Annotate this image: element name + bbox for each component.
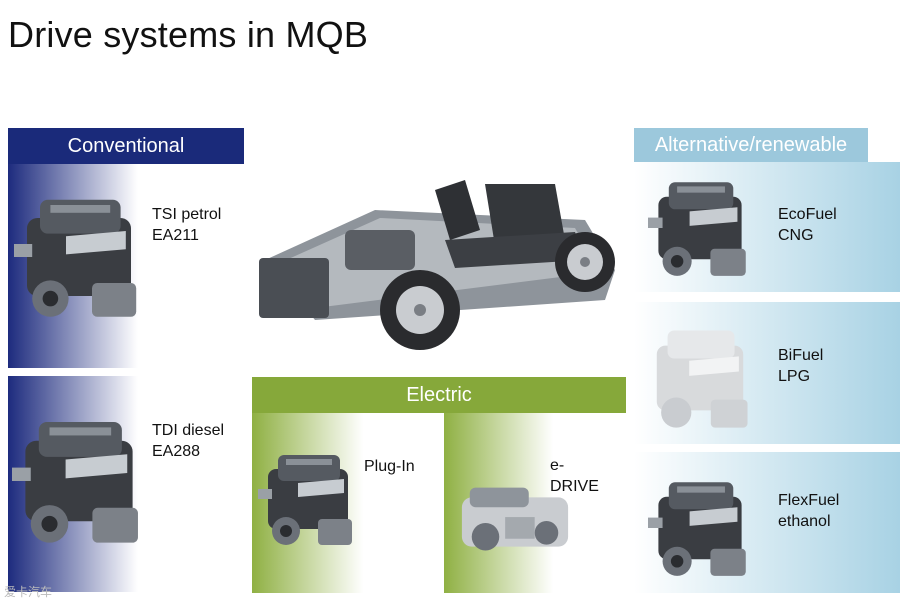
tdi-label: TDI diesel EA288 (152, 420, 224, 462)
ecofuel-name: EcoFuel (778, 206, 837, 223)
bifuel-code: LPG (778, 368, 811, 385)
flexfuel-label: FlexFuel ethanol (778, 490, 839, 532)
bifuel-label: BiFuel LPG (778, 345, 823, 387)
tdi-name: TDI diesel (152, 422, 225, 439)
page-title: Drive systems in MQB (8, 14, 369, 55)
plugin-motor-image (258, 455, 352, 545)
edrive-name-2: DRIVE (550, 478, 599, 495)
electric-header: Electric (252, 377, 626, 413)
bifuel-name: BiFuel (778, 347, 824, 364)
flexfuel-engine-image (648, 482, 746, 576)
tsi-code: EA211 (152, 227, 199, 244)
tsi-name: TSI petrol (152, 206, 222, 223)
plugin-label: Plug-In (364, 456, 415, 477)
mqb-platform-image (259, 180, 615, 350)
edrive-label: e- DRIVE (550, 455, 599, 497)
flexfuel-code: ethanol (778, 513, 831, 530)
watermark: 爱卡汽车 (4, 585, 53, 599)
ecofuel-code: CNG (778, 227, 814, 244)
plugin-name: Plug-In (364, 458, 415, 475)
ecofuel-label: EcoFuel CNG (778, 204, 837, 246)
conventional-header: Conventional (8, 128, 244, 164)
bifuel-engine-image (656, 330, 748, 428)
tdi-code: EA288 (152, 443, 201, 460)
ecofuel-engine-image (648, 182, 746, 276)
tsi-engine-image (14, 199, 137, 317)
edrive-name-1: e- (550, 457, 565, 474)
tsi-label: TSI petrol EA211 (152, 204, 221, 246)
electric-header-label: Electric (406, 383, 472, 406)
edrive-motor-image (461, 487, 569, 551)
flexfuel-name: FlexFuel (778, 492, 840, 509)
alternative-header-label: Alternative/renewable (654, 133, 848, 156)
tdi-engine-image (12, 422, 138, 543)
alternative-header: Alternative/renewable (634, 128, 868, 162)
conventional-header-label: Conventional (67, 134, 185, 157)
